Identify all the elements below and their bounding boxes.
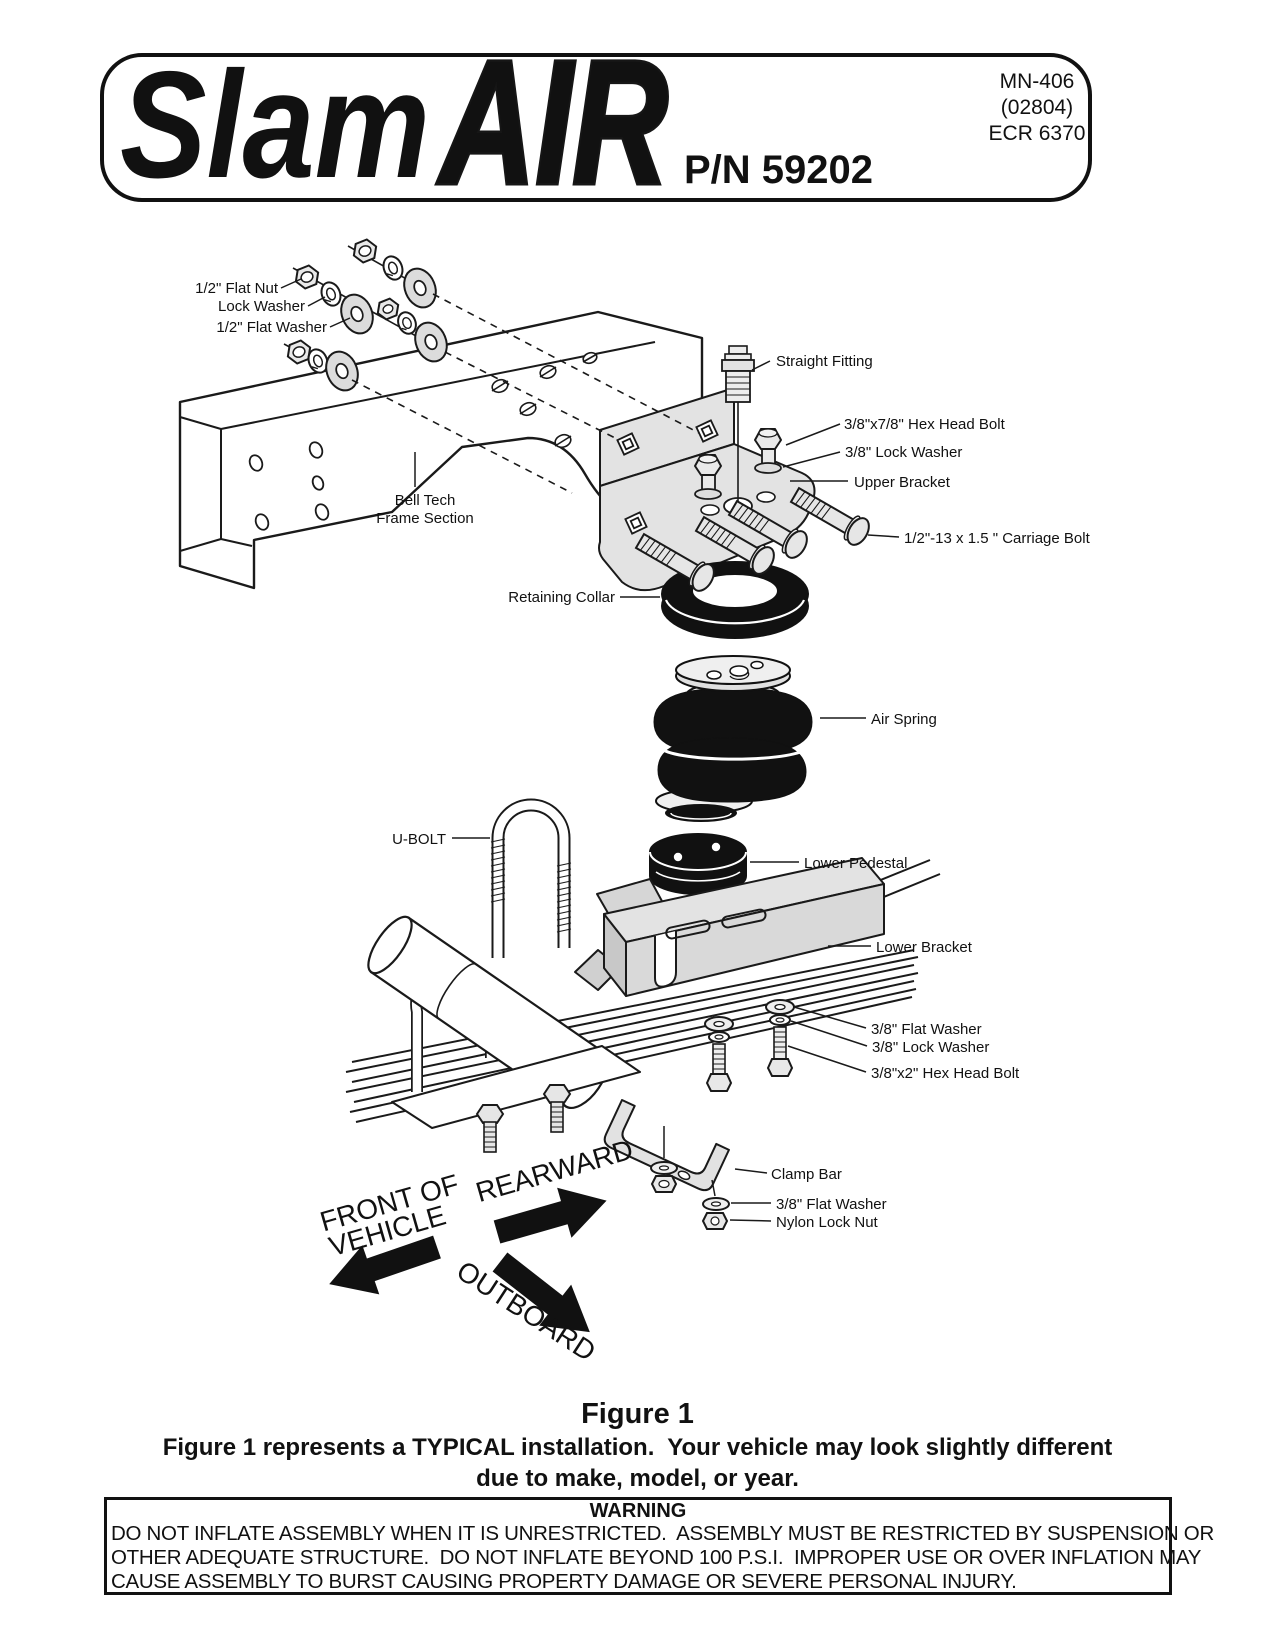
part-number: P/N 59202 <box>684 148 873 192</box>
warning-line2: OTHER ADEQUATE STRUCTURE. DO NOT INFLATE… <box>111 1546 1202 1569</box>
straight-fitting-part <box>721 345 755 512</box>
rearward-text: REARWARD <box>472 1134 636 1208</box>
frame-bolt-holes <box>491 351 598 449</box>
label-u-bolt: U-BOLT <box>392 831 446 848</box>
carriage-bolt-part <box>634 532 715 592</box>
lock-washer-part <box>382 255 404 281</box>
hex-bolt-stack <box>704 1016 734 1092</box>
hex-head-bolt-part <box>694 454 722 500</box>
hex-nut <box>286 339 312 365</box>
label-lock-washer-38-lower: 3/8" Lock Washer <box>872 1039 989 1056</box>
label-flat-washer-38-upper: 3/8" Flat Washer <box>871 1021 982 1038</box>
frame-fastener-stacks <box>286 238 448 392</box>
carriage-bolts <box>634 486 870 592</box>
header-box: Slam AIR P/N 59202 MN-406 (02804) ECR 63… <box>100 23 1092 224</box>
lock-washer-part <box>307 348 329 374</box>
warning-line1: DO NOT INFLATE ASSEMBLY WHEN IT IS UNRES… <box>111 1522 1214 1545</box>
clamp-bar-hardware <box>650 1126 730 1230</box>
direction-arrows <box>329 1187 607 1333</box>
flat-washer-part <box>325 350 359 392</box>
label-clamp-bar: Clamp Bar <box>771 1166 842 1183</box>
hex-head-bolt-part <box>754 428 782 474</box>
label-straight-fitting: Straight Fitting <box>776 353 873 370</box>
warning-box: WARNING DO NOT INFLATE ASSEMBLY WHEN IT … <box>104 1497 1214 1595</box>
front-arrow <box>329 1235 441 1295</box>
doc-number: MN-406 <box>999 70 1075 93</box>
lower-pedestal-part <box>649 833 747 895</box>
flat-washer-part <box>340 293 374 335</box>
label-carriage-bolt: 1/2"-13 x 1.5 " Carriage Bolt <box>904 530 1091 547</box>
label-hex-bolt-78: 3/8"x7/8" Hex Head Bolt <box>844 416 1006 433</box>
lock-washer-part <box>397 311 417 335</box>
carriage-bolt-part <box>694 515 775 575</box>
hex-nut <box>376 297 400 321</box>
flat-washer-part <box>403 267 437 309</box>
document-meta: MN-406 (02804) ECR 6370 <box>942 69 1132 147</box>
hex-nut <box>294 264 320 290</box>
carriage-bolt-square-holes <box>616 419 719 535</box>
label-retaining-collar: Retaining Collar <box>508 589 615 606</box>
dashed-alignment-lines <box>351 293 702 494</box>
label-hex-bolt-2: 3/8"x2" Hex Head Bolt <box>871 1065 1020 1082</box>
label-air-spring: Air Spring <box>871 711 937 728</box>
u-bolt-part <box>490 798 572 958</box>
figure-title: Figure 1 <box>581 1398 694 1430</box>
carriage-bolt-part <box>727 499 808 559</box>
lock-washer-part <box>320 281 342 307</box>
label-lock-washer-38-upper: 3/8" Lock Washer <box>845 444 962 461</box>
rearward-arrow <box>493 1187 607 1244</box>
figure-caption-line2: due to make, model, or year. <box>476 1465 799 1492</box>
leader-lines <box>280 278 900 1222</box>
flat-washer-part <box>414 321 448 363</box>
label-frame-line1: Bell Tech <box>395 492 456 509</box>
logo-slam-text: Slam <box>120 57 430 195</box>
label-lower-bracket: Lower Bracket <box>876 939 973 956</box>
doc-ecr: ECR 6370 <box>988 122 1086 145</box>
hex-nut <box>352 238 378 264</box>
doc-sub-number: (02804) <box>1000 96 1074 119</box>
label-nylon-lock-nut: Nylon Lock Nut <box>776 1214 879 1231</box>
label-flat-washer-38-lower: 3/8" Flat Washer <box>776 1196 887 1213</box>
label-lower-pedestal: Lower Pedestal <box>804 855 907 872</box>
label-upper-bracket: Upper Bracket <box>854 474 951 491</box>
warning-title: WARNING <box>589 1500 687 1522</box>
hex-bolt-stack <box>765 999 795 1077</box>
air-spring-part <box>653 655 813 822</box>
label-frame-line2: Frame Section <box>376 510 474 527</box>
figure-caption-line1: Figure 1 represents a TYPICAL installati… <box>162 1434 1113 1461</box>
outboard-arrow <box>492 1252 590 1333</box>
u-bolt-nuts <box>475 1084 572 1153</box>
label-flat-nut: 1/2" Flat Nut <box>195 280 279 297</box>
lower-bracket-part <box>574 857 885 997</box>
leaf-bolt-stacks <box>704 999 795 1092</box>
label-lock-washer: Lock Washer <box>218 298 305 315</box>
carriage-bolt-part <box>789 486 870 546</box>
warning-line3: CAUSE ASSEMBLY TO BURST CAUSING PROPERTY… <box>111 1570 1017 1593</box>
part-labels: 1/2" Flat Nut Lock Washer 1/2" Flat Wash… <box>195 280 1090 1231</box>
label-flat-washer: 1/2" Flat Washer <box>216 319 327 336</box>
